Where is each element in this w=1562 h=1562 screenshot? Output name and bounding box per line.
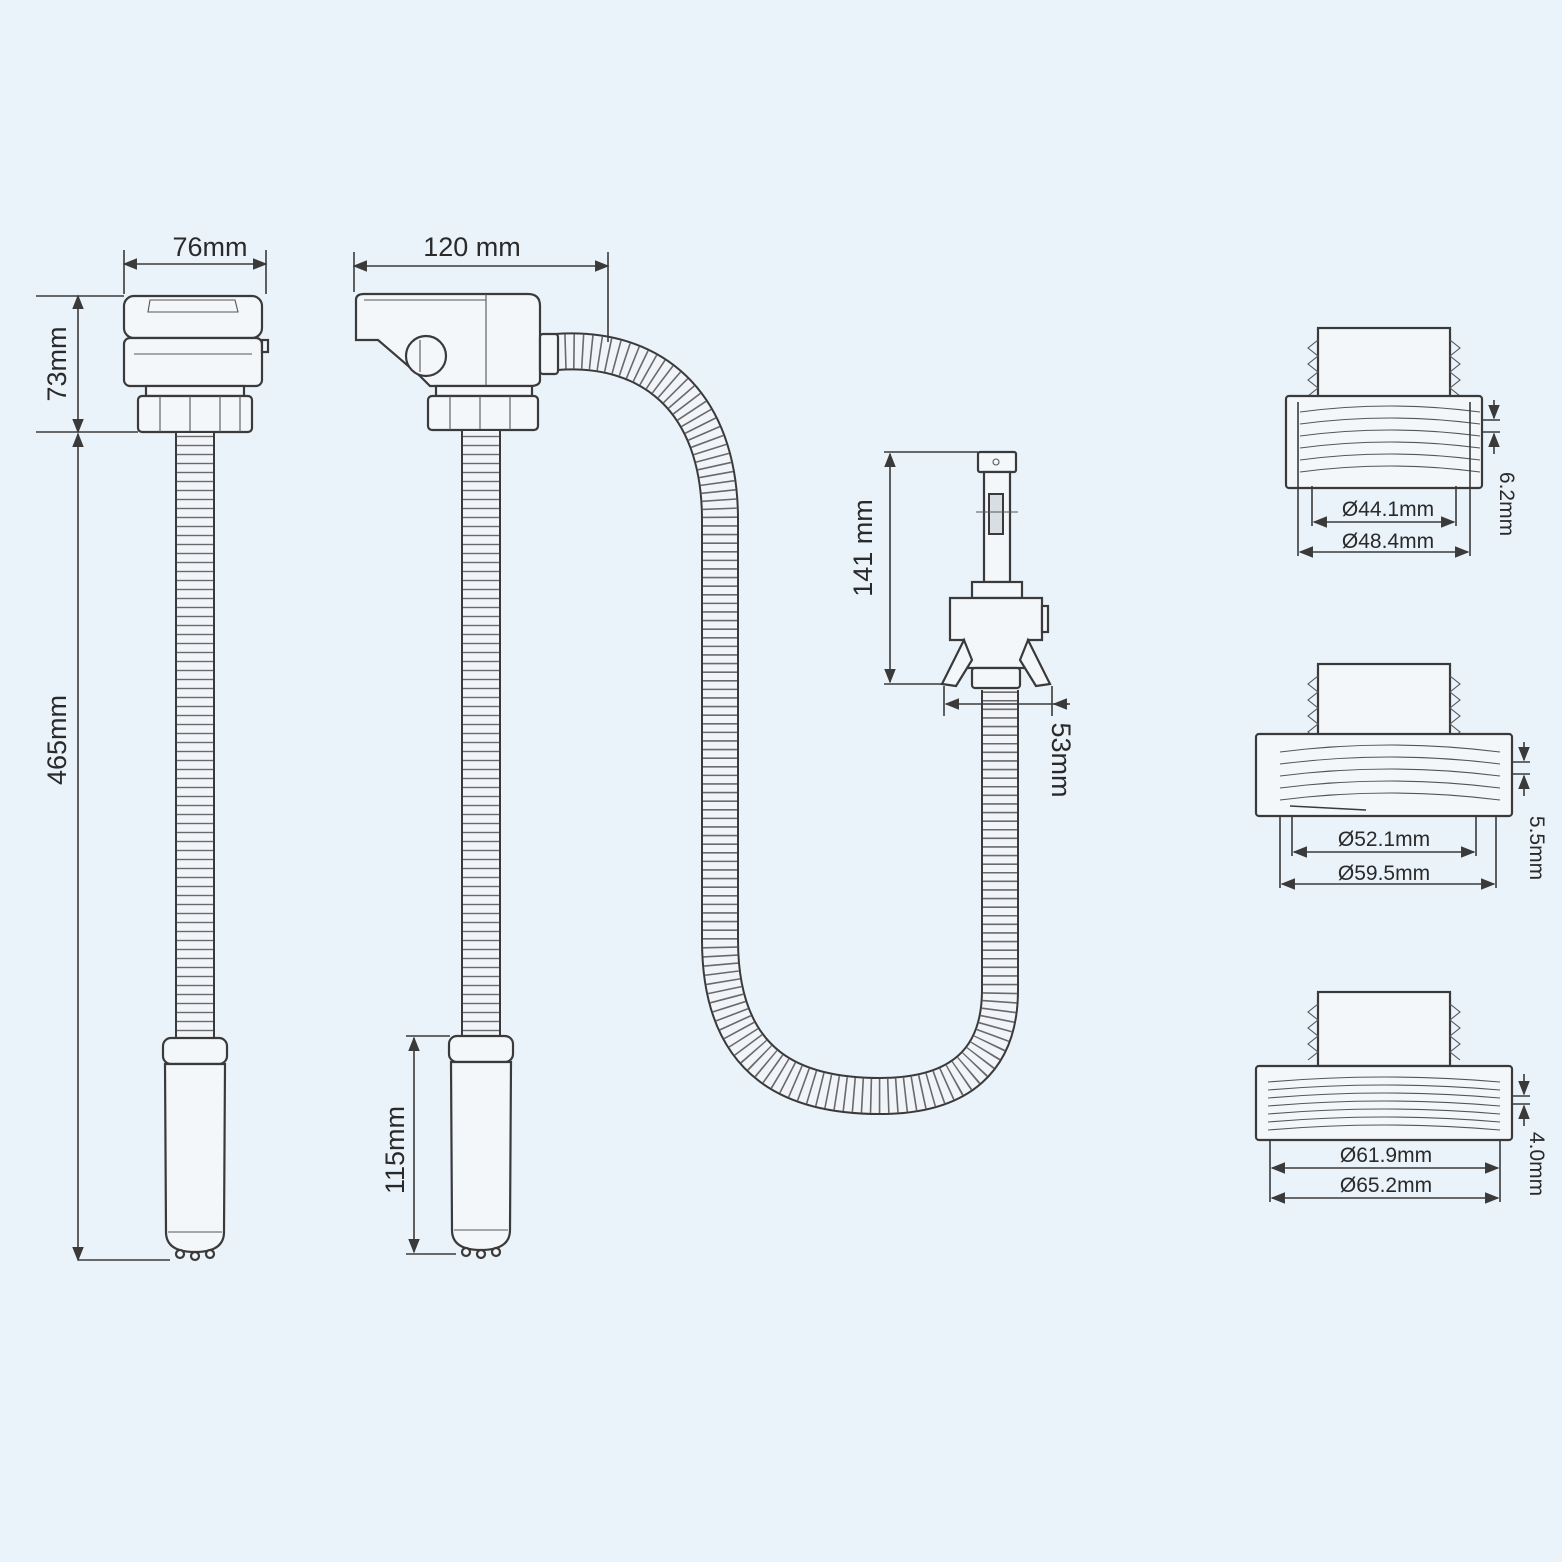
- adapter-1-inner-diameter: Ø44.1mm: [1342, 498, 1434, 521]
- pump-head-side: [354, 292, 542, 388]
- dim-outlet-length: 141 mm: [848, 451, 978, 685]
- adapter-3-inner-diameter: Ø61.9mm: [1340, 1144, 1432, 1167]
- pump-front-view: [122, 294, 270, 1262]
- adapter-2-body: [1254, 732, 1514, 818]
- label-outlet-length: 141 mm: [848, 499, 878, 597]
- pump-head-body: [122, 336, 264, 388]
- pump-handle: [163, 1062, 227, 1254]
- outlet-nozzle: [940, 450, 1052, 690]
- label-pump-width: 76mm: [172, 232, 247, 262]
- pump-side-view: [354, 292, 1052, 1260]
- pump-side-handle: [449, 1060, 513, 1252]
- outlet-hose: [554, 334, 1017, 1114]
- pump-handle-top: [161, 1036, 229, 1066]
- adapter-3-outer-diameter: Ø65.2mm: [1340, 1174, 1432, 1197]
- label-outlet-width: 53mm: [1046, 722, 1076, 797]
- dim-pump-head-height: 73mm: [36, 294, 138, 434]
- adapter-3-body: [1254, 1064, 1514, 1142]
- dim-top-unit-width: 120 mm: [352, 232, 610, 342]
- adapter-3-thread-pitch: 4.0mm: [1525, 1132, 1548, 1196]
- adapter-1: Ø44.1mm Ø48.4mm 6.2mm: [1284, 326, 1518, 558]
- dim-handle-length: 115mm: [380, 1035, 456, 1255]
- dim-outlet-width: 53mm: [943, 686, 1076, 798]
- label-handle-length: 115mm: [380, 1106, 410, 1194]
- dim-pump-width: 76mm: [122, 232, 268, 294]
- adapter-3-neck: [1316, 990, 1452, 1068]
- adapter-3: Ø61.9mm Ø65.2mm 4.0mm: [1254, 990, 1548, 1204]
- label-total-height: 465mm: [42, 695, 72, 785]
- pump-suction-tube: [175, 431, 215, 1039]
- dim-total-height: 465mm: [42, 432, 170, 1262]
- adapter-1-thread-pitch: 6.2mm: [1495, 472, 1518, 536]
- pump-head-cap: [122, 294, 264, 340]
- pump-knob: [404, 334, 448, 378]
- adapter-2-outer-diameter: Ø59.5mm: [1338, 862, 1430, 885]
- adapter-2-thread-pitch: 5.5mm: [1525, 816, 1548, 880]
- pump-collar: [136, 394, 254, 434]
- label-pump-head-height: 73mm: [42, 326, 72, 401]
- label-top-unit-width: 120 mm: [423, 232, 521, 262]
- adapter-2-inner-diameter: Ø52.1mm: [1338, 828, 1430, 851]
- adapter-2: Ø52.1mm Ø59.5mm 5.5mm: [1254, 662, 1548, 890]
- adapter-1-outer-diameter: Ø48.4mm: [1342, 530, 1434, 553]
- adapter-2-neck: [1316, 662, 1452, 748]
- pump-side-tube: [461, 429, 501, 1037]
